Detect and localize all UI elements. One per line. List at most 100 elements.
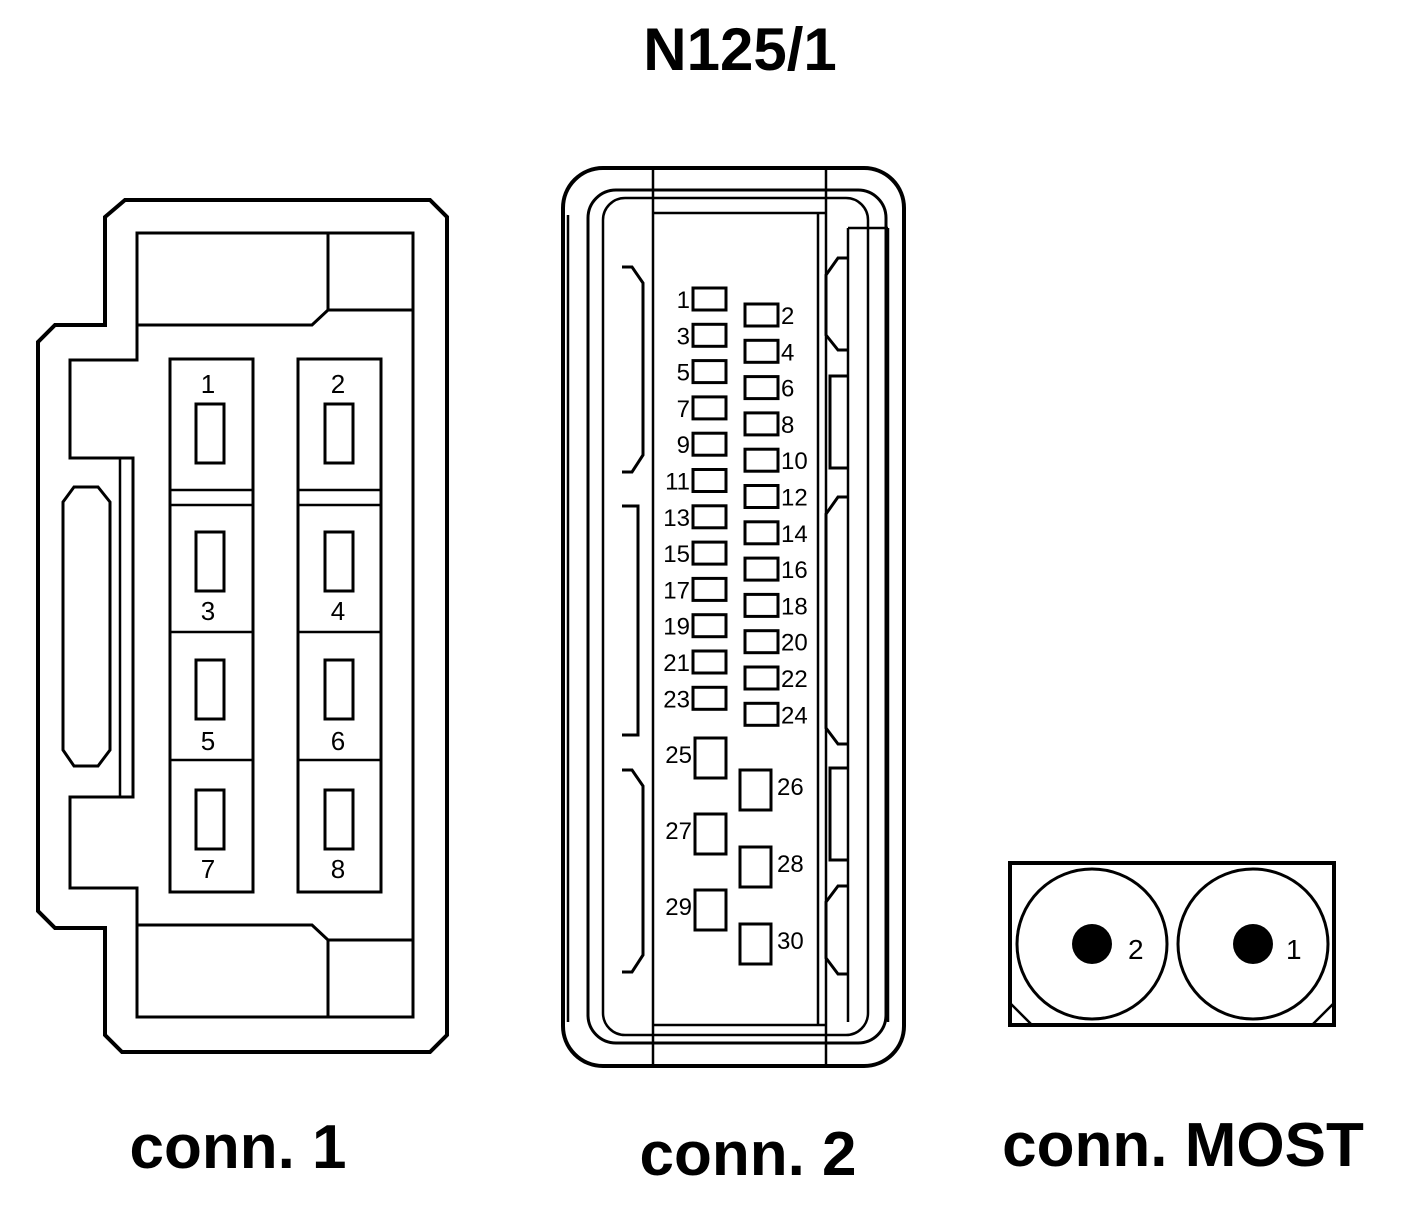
- conn1-pin-7: [194, 788, 226, 851]
- conn2-pin-label: 4: [781, 339, 794, 366]
- conn2-pin-label: 30: [777, 928, 804, 955]
- conn2-pin-26: [738, 768, 773, 812]
- conn2-pin-label: 26: [777, 774, 804, 801]
- diagram-title: N125/1: [643, 16, 836, 83]
- connector-most: 2 1 conn. MOST: [1002, 861, 1364, 1180]
- conn2-pin-label: 28: [777, 851, 804, 878]
- conn2-latch-left: [622, 768, 645, 974]
- conn2-pin-label: 9: [677, 432, 690, 459]
- conn2-pin-11: [691, 468, 728, 493]
- conn1-pin-8: [323, 788, 355, 851]
- conn1-pin-label: 5: [201, 726, 215, 756]
- conn2-pin-21: [691, 649, 728, 675]
- conn2-pin-label: 24: [781, 702, 808, 729]
- conn1-pin-3: [194, 530, 226, 593]
- conn1-cavity-col1: [168, 357, 255, 894]
- conn2-pin-4: [743, 338, 780, 364]
- conn2-pin-3: [691, 322, 728, 348]
- conn2-pin-1: [691, 286, 728, 312]
- conn2-pin-label: 18: [781, 593, 808, 620]
- conn1-pin-label: 4: [331, 596, 345, 626]
- conn2-pin-10: [743, 447, 780, 473]
- conn2-pin-15: [691, 540, 728, 566]
- most-port-2-outer: [1015, 867, 1169, 1021]
- conn2-pin-label: 10: [781, 448, 808, 475]
- conn2-housing-inner-2: [601, 196, 870, 1037]
- conn1-latch-tab: [61, 485, 112, 768]
- conn1-pin-label: 1: [201, 369, 215, 399]
- connector-2: 1234567891011121314151617181920212223242…: [561, 166, 906, 1189]
- conn2-pin-label: 21: [663, 650, 690, 677]
- conn2-pin-grid: 1234567891011121314151617181920212223242…: [663, 286, 808, 966]
- conn1-bottom-divider: [137, 923, 413, 1017]
- conn2-latch-right: [828, 374, 848, 470]
- conn2-pin-label: 23: [663, 686, 690, 713]
- conn2-pin-label: 3: [677, 323, 690, 350]
- conn1-housing-outer: [36, 198, 449, 1054]
- conn2-pin-label: 11: [665, 469, 690, 496]
- conn2-pin-28: [738, 845, 773, 889]
- conn2-pin-label: 19: [663, 614, 690, 641]
- conn1-cavity-col2: [296, 357, 383, 894]
- conn2-pin-label: 14: [781, 521, 808, 548]
- conn2-latch-right: [824, 256, 848, 352]
- conn2-pin-label: 20: [781, 630, 808, 657]
- conn2-pin-12: [743, 484, 780, 509]
- conn1-top-divider: [137, 233, 413, 327]
- conn2-pin-label: 29: [665, 894, 692, 921]
- conn2-pin-13: [691, 504, 728, 530]
- conn2-caption: conn. 2: [639, 1120, 856, 1189]
- conn1-pin-2: [323, 402, 355, 465]
- conn2-latch-right: [824, 884, 848, 976]
- conn2-pin-8: [743, 411, 780, 437]
- conn2-pin-30: [738, 922, 773, 966]
- conn1-pin-label: 8: [331, 854, 345, 884]
- conn2-pin-2: [743, 302, 780, 328]
- conn2-pin-9: [691, 431, 728, 457]
- conn1-pin-6: [323, 658, 355, 721]
- most-pin-label: 1: [1286, 934, 1302, 965]
- conn2-pin-label: 5: [677, 360, 690, 387]
- conn2-pin-label: 12: [781, 485, 808, 512]
- conn2-pin-29: [693, 888, 728, 932]
- conn2-pin-label: 1: [677, 287, 690, 314]
- most-pin-1: [1233, 924, 1273, 964]
- conn2-pin-22: [743, 665, 780, 691]
- most-port-1-outer: [1176, 867, 1330, 1021]
- conn2-pin-label: 2: [781, 303, 794, 330]
- conn2-pin-label: 15: [663, 541, 690, 568]
- conn1-housing-inner: [68, 231, 415, 1019]
- most-pin-2: [1072, 924, 1112, 964]
- conn2-pin-label: 13: [663, 505, 690, 532]
- conn2-pin-18: [743, 592, 780, 618]
- conn1-pin-label: 6: [331, 726, 345, 756]
- conn2-pin-5: [691, 359, 728, 385]
- conn1-pin-label: 2: [331, 369, 345, 399]
- conn2-housing-outer: [561, 166, 906, 1068]
- most-housing: [1008, 861, 1336, 1027]
- conn2-pin-label: 6: [781, 376, 794, 403]
- conn2-pin-label: 8: [781, 412, 794, 439]
- conn1-caption: conn. 1: [129, 1113, 346, 1182]
- conn1-pin-4: [323, 530, 355, 593]
- conn2-pin-label: 16: [781, 557, 808, 584]
- conn2-pin-24: [743, 701, 780, 727]
- conn2-pin-27: [693, 812, 728, 856]
- conn2-latch-left: [622, 504, 640, 737]
- conn2-latch-right: [828, 766, 848, 862]
- conn2-pin-6: [743, 375, 780, 401]
- conn1-pin-label: 3: [201, 596, 215, 626]
- conn2-pin-16: [743, 556, 780, 582]
- conn2-pin-label: 17: [663, 577, 690, 604]
- most-pin-label: 2: [1128, 934, 1144, 965]
- conn2-housing-inner: [586, 188, 888, 1045]
- conn2-pin-19: [691, 613, 728, 639]
- connector-1: 1 2 3 4 5 6 7 8 conn. 1: [36, 198, 449, 1182]
- most-corner-bevel: [1009, 1002, 1335, 1026]
- conn2-latch-right: [824, 495, 848, 746]
- conn1-pin-5: [194, 658, 226, 721]
- most-caption: conn. MOST: [1002, 1111, 1364, 1180]
- conn2-pin-14: [743, 520, 780, 546]
- conn2-pin-7: [691, 395, 728, 421]
